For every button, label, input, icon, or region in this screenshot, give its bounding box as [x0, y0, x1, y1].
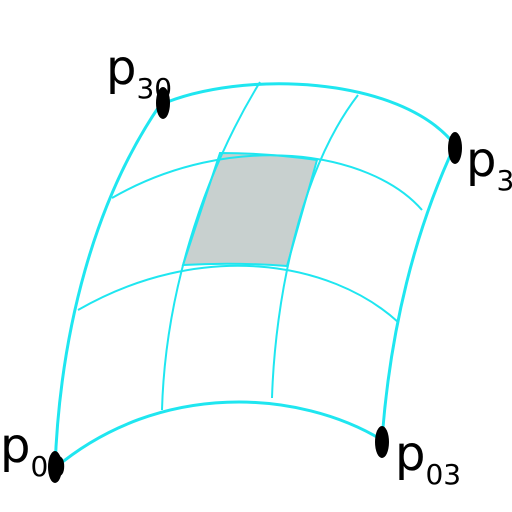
control-point-p30 [156, 87, 170, 119]
label-p00: p00 [0, 418, 66, 483]
control-points [48, 87, 462, 483]
highlighted-patch-cell [181, 151, 319, 268]
patch-edge-left [53, 104, 162, 469]
label-p33: p33 [466, 132, 512, 197]
point-labels: p00 p30 p33 p03 [0, 40, 512, 491]
iso-line-h1 [77, 264, 399, 323]
patch-grid [53, 81, 457, 470]
patch-edge-right [380, 144, 457, 441]
control-point-p33 [448, 132, 462, 164]
control-point-p03 [375, 426, 389, 458]
label-p03: p03 [395, 426, 461, 491]
patch-edge-top [159, 82, 457, 146]
iso-line-v2 [271, 94, 359, 399]
patch-edge-bottom [54, 400, 383, 470]
iso-line-v1 [161, 81, 261, 411]
iso-line-h2 [111, 154, 423, 211]
label-p30: p30 [106, 40, 172, 105]
control-point-p00 [48, 451, 62, 483]
